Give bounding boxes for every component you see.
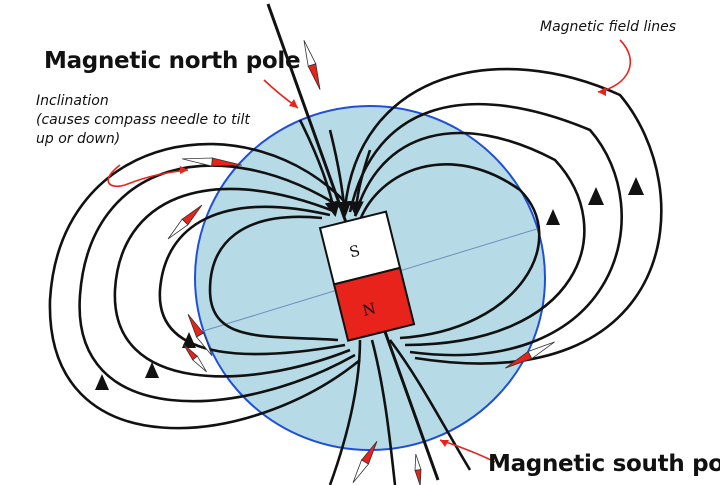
field-line xyxy=(328,129,352,218)
pointer-arrow-icon xyxy=(598,87,606,96)
field-lines-left xyxy=(48,142,361,430)
field-line-arrow-icon xyxy=(95,374,109,390)
magnet-s-letter: S xyxy=(348,241,362,261)
field-line-arrow-icon xyxy=(628,177,644,195)
pointer-arrow-icon xyxy=(440,440,449,447)
field-lines-top xyxy=(298,119,372,218)
compass-needle-icon xyxy=(303,40,321,90)
south-pole-pointer xyxy=(439,439,496,463)
field-lines-bottom xyxy=(328,339,472,485)
field-line xyxy=(343,67,663,365)
pointer-arrow-icon xyxy=(180,166,188,174)
inclination-line-2: (causes compass needle to tilt xyxy=(36,112,250,128)
bar-magnet: S N xyxy=(318,210,416,342)
field-line-arrow-icon xyxy=(588,187,604,205)
compass-needles xyxy=(167,40,555,485)
field-line xyxy=(48,142,361,430)
pointer-arrowheads xyxy=(180,87,606,447)
field-line xyxy=(298,119,341,218)
field-lines-pointer xyxy=(597,39,631,93)
field-line xyxy=(388,339,472,471)
compass-needle-icon xyxy=(183,343,207,373)
inclination-pointer xyxy=(107,164,189,187)
field-line xyxy=(353,131,586,347)
field-line xyxy=(370,339,397,485)
compass-needle-icon xyxy=(167,204,203,240)
magnet-north-half xyxy=(332,266,416,342)
field-line-arrow-icon xyxy=(182,332,196,348)
compass-needle-icon xyxy=(182,157,242,167)
north-pole-label: Magnetic north pole xyxy=(44,48,301,74)
field-line xyxy=(348,102,623,357)
compass-needle-icon xyxy=(505,341,555,369)
field-line xyxy=(328,339,362,485)
field-line xyxy=(78,164,356,403)
magnet-n-letter: N xyxy=(361,299,378,320)
field-line xyxy=(113,187,351,378)
inclination-line-3: up or down) xyxy=(36,131,121,147)
inclination-label: Inclination (causes compass needle to ti… xyxy=(36,92,276,149)
field-line xyxy=(348,149,372,218)
compass-needle-icon xyxy=(352,440,378,484)
field-line xyxy=(208,215,339,342)
field-line xyxy=(158,205,346,356)
field-line xyxy=(358,163,541,340)
field-line-arrow-icon xyxy=(546,209,560,225)
field-line-arrow-icon xyxy=(145,362,159,378)
inclination-line-1: Inclination xyxy=(36,93,109,109)
field-lines-label: Magnetic field lines xyxy=(540,19,677,35)
compass-needle-icon xyxy=(187,313,213,357)
field-line-arrows xyxy=(95,177,644,390)
south-pole-label: Magnetic south pole xyxy=(488,451,720,477)
compass-needle-icon xyxy=(414,454,422,485)
field-lines-right xyxy=(343,67,663,365)
pointer-arrow-icon xyxy=(289,99,298,108)
